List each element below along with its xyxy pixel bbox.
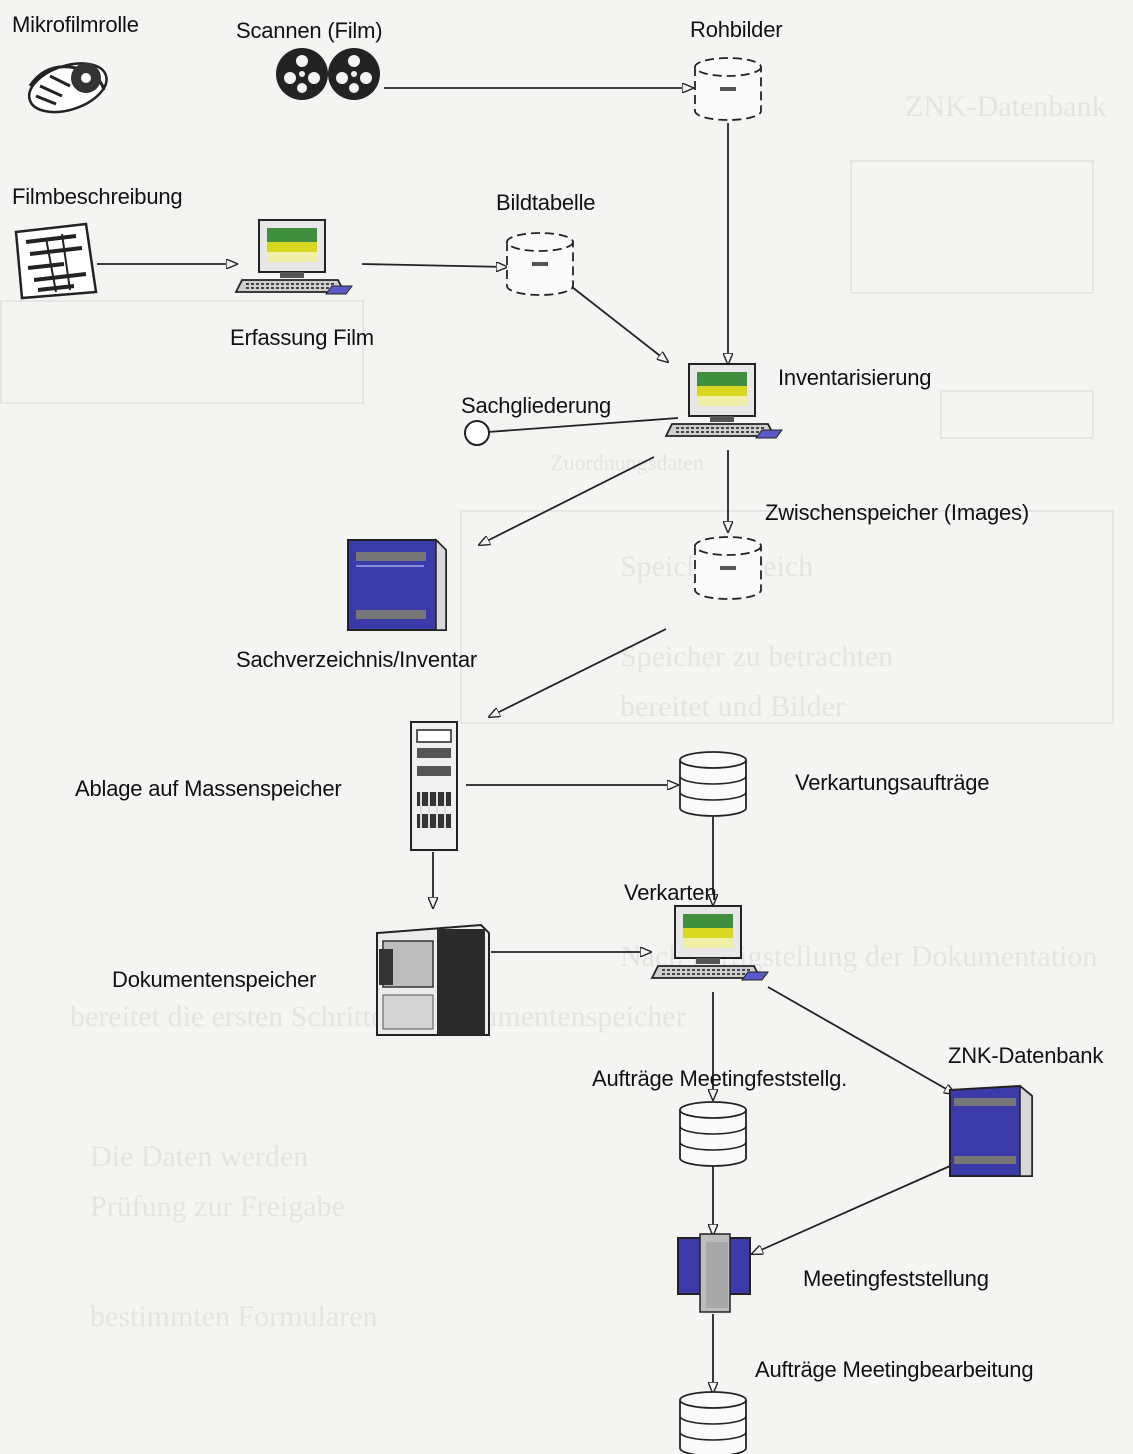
label-sachverzeichnis: Sachverzeichnis/Inventar: [236, 647, 477, 672]
label-dokumentenspeicher: Dokumentenspeicher: [112, 967, 317, 992]
document-storage-icon: [376, 923, 490, 1036]
connector-znk-to-meetingfeststellung: [752, 1165, 951, 1254]
mass-storage-rack-icon: [410, 721, 458, 851]
connector-zwischenspeicher-to-ablage: [489, 628, 667, 717]
label-ablage: Ablage auf Massenspeicher: [75, 776, 342, 801]
connectors: [97, 88, 955, 1393]
label-meetingfeststellung: Meetingfeststellung: [803, 1266, 989, 1291]
auftraege-feststellung-database-icon: [679, 1101, 747, 1167]
label-verkartungsauftraege: Verkartungsaufträge: [795, 770, 990, 795]
label-rohbilder: Rohbilder: [690, 17, 783, 42]
inventarisierung-workstation-icon: [665, 363, 783, 439]
sachverzeichnis-server-icon: [347, 538, 447, 631]
bildtabelle-database-icon: [506, 232, 574, 296]
label-auftraege-bearbeitung: Aufträge Meetingbearbeitung: [755, 1357, 1034, 1382]
verkarten-workstation-icon: [651, 905, 769, 981]
label-znk-datenbank: ZNK-Datenbank: [948, 1043, 1104, 1068]
label-verkarten: Verkarten: [624, 880, 717, 905]
erfassung-workstation-icon: [235, 219, 353, 295]
zwischenspeicher-database-icon: [694, 536, 762, 600]
verkartungsauftraege-database-icon: [679, 751, 747, 817]
microfilm-roll-icon: [27, 62, 108, 114]
connector-erfassung-to-bildtabelle: [361, 264, 507, 267]
label-zwischenspeicher: Zwischenspeicher (Images): [765, 500, 1029, 525]
film-description-icon: [14, 222, 98, 300]
label-scannen: Scannen (Film): [236, 18, 383, 43]
film-reels-icon: [276, 48, 380, 100]
label-mikrofilmrolle: Mikrofilmrolle: [12, 12, 139, 37]
auftraege-bearbeitung-database-icon: [679, 1391, 747, 1454]
meetingfeststellung-tool-icon: [677, 1233, 751, 1313]
connector-bildtabelle-to-inventarisierung: [571, 286, 668, 362]
rohbilder-database-icon: [694, 57, 762, 121]
sachgliederung-node-icon: [464, 420, 490, 446]
znk-database-server-icon: [949, 1084, 1033, 1177]
label-erfassung-film: Erfassung Film: [230, 325, 374, 350]
label-inventarisierung: Inventarisierung: [778, 365, 932, 390]
connector-sachgliederung-line: [487, 417, 679, 433]
label-auftraege-feststellung: Aufträge Meetingfeststellg.: [592, 1066, 848, 1091]
label-sachgliederung: Sachgliederung: [461, 393, 612, 418]
label-filmbeschreibung: Filmbeschreibung: [12, 184, 183, 209]
label-bildtabelle: Bildtabelle: [496, 190, 596, 215]
connector-verkarten-to-znk: [767, 986, 955, 1094]
connector-inventarisierung-to-sachverzeichnis: [479, 456, 655, 545]
